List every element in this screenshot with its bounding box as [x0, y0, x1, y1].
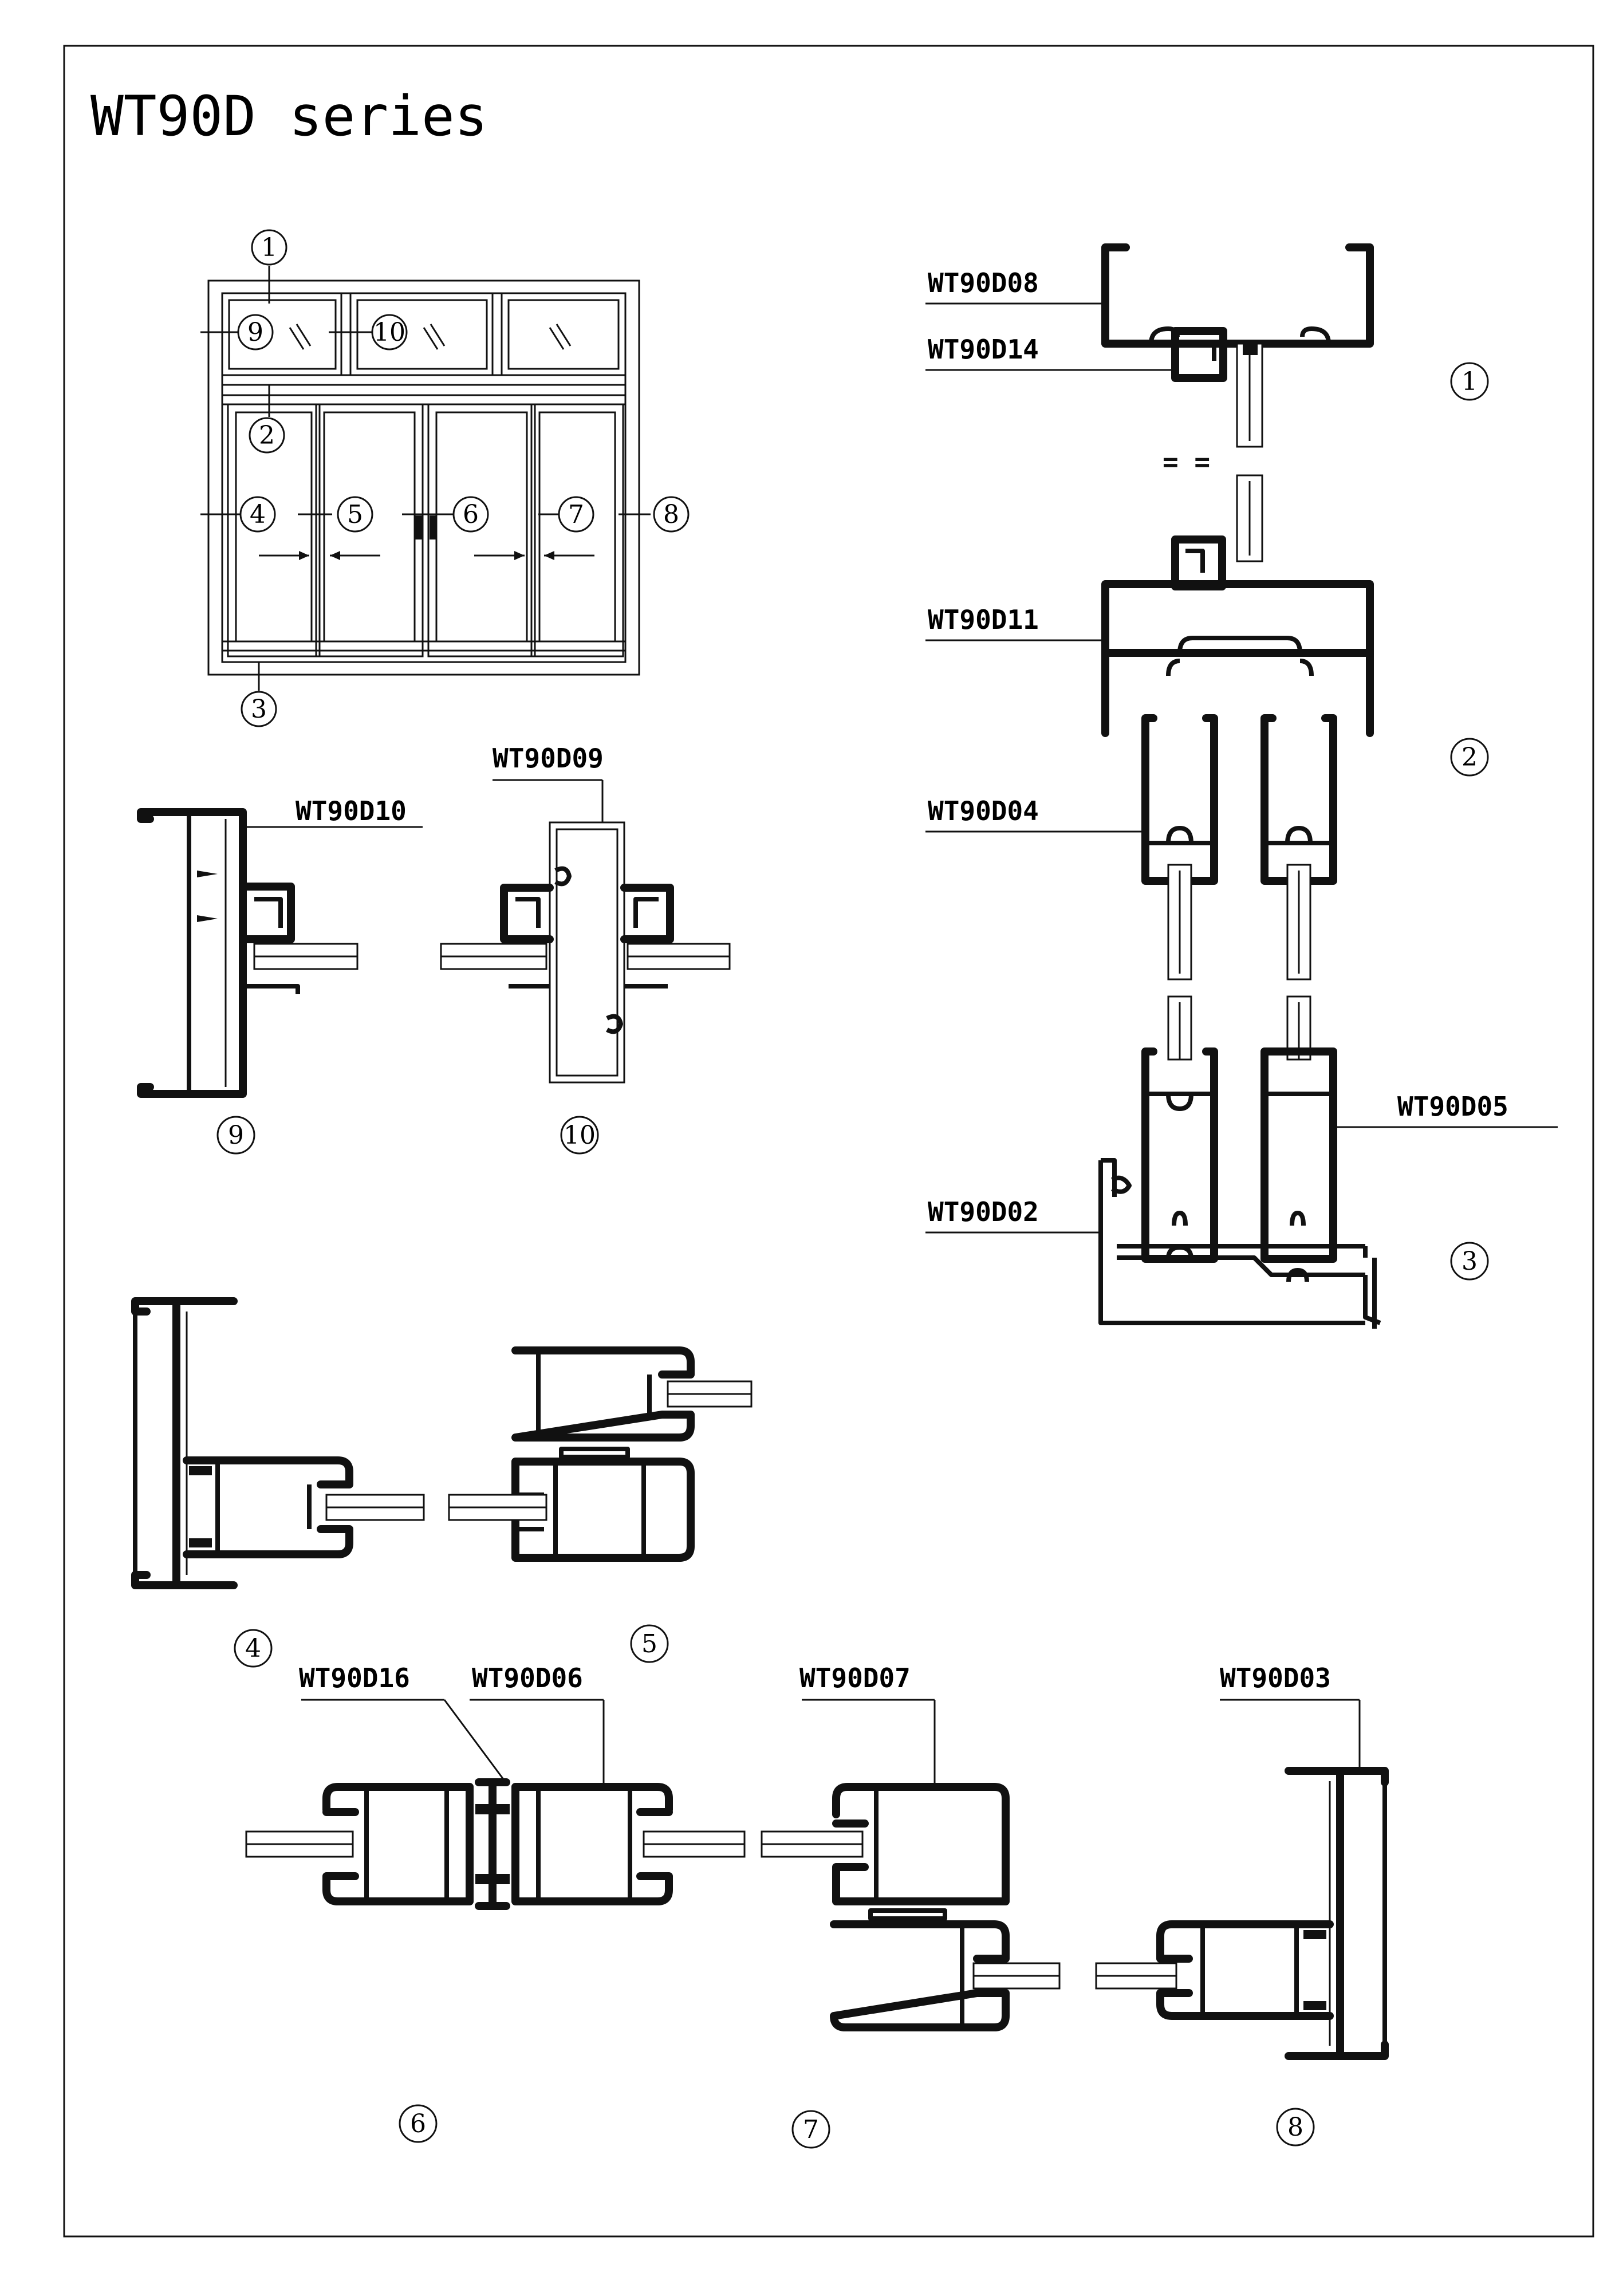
section-10: WT90D09 10	[440, 743, 731, 1155]
section-7: WT90D07 7	[761, 1663, 1061, 2149]
marker-2-elev: 2	[249, 417, 285, 454]
marker-2: 2	[1450, 738, 1489, 777]
svg-text:8: 8	[663, 500, 679, 529]
svg-text:6: 6	[463, 500, 479, 529]
marker-3: 3	[1450, 1242, 1489, 1281]
marker-8: 8	[1276, 2108, 1315, 2147]
svg-text:4: 4	[245, 1634, 261, 1663]
svg-text:10: 10	[564, 1121, 596, 1150]
marker-10-elev: 10	[371, 314, 408, 350]
marker-6-elev: 6	[452, 496, 489, 533]
section-6: WT90D16 WT90D06 6	[245, 1663, 746, 2143]
svg-text:3: 3	[251, 695, 267, 724]
marker-3-elev: 3	[241, 691, 277, 727]
label-wt90d02: WT90D02	[928, 1196, 1039, 1227]
marker-4-elev: 4	[239, 496, 276, 533]
section-4: 4	[131, 1297, 425, 1668]
marker-5-elev: 5	[337, 496, 373, 533]
marker-1: 1	[1450, 362, 1489, 401]
svg-text:9: 9	[228, 1121, 244, 1150]
label-wt90d16: WT90D16	[299, 1663, 410, 1694]
label-wt90d09: WT90D09	[493, 743, 604, 774]
svg-text:10: 10	[373, 318, 405, 347]
marker-9-elev: 9	[237, 314, 274, 350]
marker-4: 4	[234, 1629, 273, 1668]
marker-7: 7	[791, 2110, 830, 2149]
svg-text:4: 4	[250, 500, 266, 529]
label-wt90d03: WT90D03	[1220, 1663, 1331, 1694]
section-5: 5	[448, 1346, 753, 1663]
vertical-section: = =	[925, 243, 1558, 1329]
marker-7-elev: 7	[558, 496, 594, 533]
svg-text:8: 8	[1287, 2113, 1303, 2142]
sheet-border	[63, 45, 1594, 2238]
svg-text:6: 6	[410, 2109, 426, 2139]
marker-5: 5	[630, 1624, 669, 1663]
label-wt90d07: WT90D07	[799, 1663, 911, 1694]
svg-text:3: 3	[1462, 1247, 1478, 1276]
label-wt90d10: WT90D10	[296, 795, 407, 826]
marker-9: 9	[216, 1116, 255, 1155]
label-wt90d05: WT90D05	[1397, 1091, 1508, 1122]
marker-10: 10	[560, 1116, 599, 1155]
svg-text:1: 1	[261, 233, 277, 262]
svg-text:1: 1	[1462, 367, 1478, 396]
marker-8-elev: 8	[653, 496, 690, 533]
label-wt90d14: WT90D14	[928, 334, 1039, 365]
label-wt90d08: WT90D08	[928, 267, 1039, 298]
section-8: WT90D03 8	[1095, 1663, 1389, 2147]
svg-text:7: 7	[803, 2115, 819, 2144]
section-9: WT90D10 9	[137, 795, 423, 1155]
elevation-view: 1 9 10 2 4 5 6 7 8 3	[200, 229, 690, 727]
svg-text:= =: = =	[1163, 446, 1210, 477]
marker-1-elev: 1	[251, 229, 287, 266]
page-title: WT90D series	[90, 84, 488, 148]
label-wt90d04: WT90D04	[928, 795, 1039, 826]
svg-text:5: 5	[641, 1629, 657, 1659]
label-wt90d11: WT90D11	[928, 604, 1039, 635]
svg-text:5: 5	[347, 500, 363, 529]
svg-text:2: 2	[259, 421, 275, 450]
svg-text:9: 9	[247, 318, 263, 347]
marker-6: 6	[399, 2104, 438, 2143]
svg-text:2: 2	[1462, 743, 1478, 772]
label-wt90d06: WT90D06	[472, 1663, 583, 1694]
svg-text:7: 7	[568, 500, 584, 529]
